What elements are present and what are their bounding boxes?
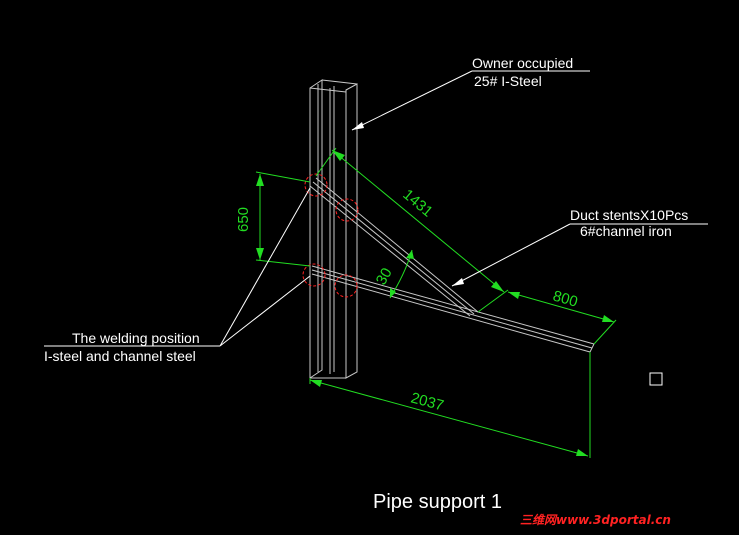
column-flange-right	[345, 83, 358, 379]
dim-ext-line	[477, 289, 509, 313]
dim-1431-label: 1431	[399, 186, 435, 220]
arm-end	[589, 343, 595, 353]
leader-line	[219, 275, 311, 347]
weld-circle	[335, 198, 359, 222]
leader-duct: Duct stentsX10Pcs 6#channel iron	[451, 207, 708, 287]
dim-1431: 1431	[315, 147, 509, 313]
leader-line	[451, 223, 571, 287]
dim-arrow	[256, 174, 264, 186]
weld-label-line2: I-steel and channel steel	[44, 348, 196, 364]
owner-label-line2: 25# I-Steel	[474, 73, 542, 89]
dim-arrow	[576, 449, 588, 456]
leader-owner: Owner occupied 25# I-Steel	[351, 55, 590, 131]
weld-label-line1: The welding position	[72, 330, 200, 346]
column-top-edge	[321, 79, 358, 85]
dim-arrow	[256, 248, 264, 260]
weld-circle	[304, 173, 328, 197]
column-top-edge-front	[309, 87, 347, 93]
arm-top-edge	[311, 265, 595, 345]
dim-650-label: 650	[235, 207, 252, 232]
dim-arrow	[390, 288, 396, 298]
leader-arrow	[352, 122, 364, 130]
column-flange-left	[309, 79, 323, 379]
drawing-title: Pipe support 1	[373, 491, 502, 513]
dim-ext-line	[315, 147, 337, 177]
dim-arrow	[508, 292, 520, 299]
dim-line	[507, 291, 615, 323]
brace-top-edge	[315, 177, 479, 313]
channel-brace	[309, 177, 479, 317]
arm-mid-line	[311, 269, 593, 349]
weld-marks	[302, 173, 359, 298]
dim-800: 800	[507, 288, 617, 345]
weld-circle	[334, 274, 358, 298]
leader-line	[219, 187, 311, 347]
dim-line	[309, 379, 589, 457]
leader-arrow	[452, 278, 464, 286]
weld-circle	[302, 263, 326, 287]
dim-arrow	[332, 150, 345, 161]
dim-2037: 2037	[309, 352, 591, 458]
i-steel-column	[309, 79, 358, 379]
dim-arrow	[602, 315, 614, 322]
dim-arrow	[406, 250, 414, 259]
dim-arrow	[491, 281, 504, 292]
dim-ext-line	[593, 319, 617, 345]
dim-2037-label: 2037	[409, 389, 446, 414]
watermark: 三维网www.3dportal.cn	[520, 513, 671, 527]
dim-ext-line	[255, 171, 311, 183]
duct-label-line2: 6#channel iron	[580, 223, 672, 239]
owner-label-line1: Owner occupied	[472, 55, 573, 71]
leader-weld: The welding position I-steel and channel…	[44, 187, 311, 364]
dim-30-label: 30	[373, 265, 396, 288]
dim-line	[331, 149, 505, 293]
dim-650: 650	[235, 171, 311, 267]
dim-ext-line	[255, 259, 311, 267]
cursor-box	[649, 372, 663, 386]
leader-line	[351, 70, 473, 131]
duct-label-line1: Duct stentsX10Pcs	[570, 207, 688, 223]
brace-mid-line	[312, 181, 475, 315]
dim-arrow	[310, 380, 322, 387]
channel-arm	[311, 265, 595, 353]
dim-800-label: 800	[551, 288, 580, 311]
dim-30: 30	[373, 249, 414, 299]
arm-bottom-edge	[311, 273, 591, 353]
